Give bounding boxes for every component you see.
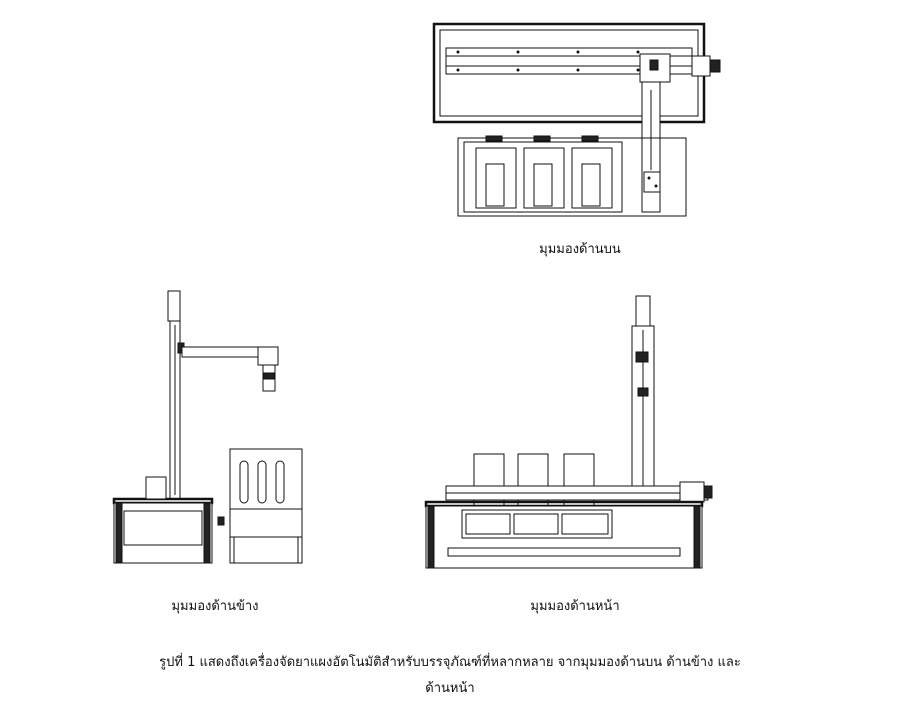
front-column-motor — [635, 295, 651, 327]
front-table-frame — [425, 505, 703, 569]
rail-bolts — [456, 50, 640, 72]
cassette-stand — [229, 536, 303, 564]
tray-base — [457, 137, 687, 217]
figure-caption: รูปที่ 1 แสดงถึงเครื่องจัดยาแผงอัตโนมัติ… — [60, 650, 840, 702]
front-view-svg — [424, 295, 713, 569]
front-view-label: มุมมองด้านหน้า — [530, 599, 620, 614]
front-rail-motor — [679, 481, 705, 503]
front-view-drawing — [418, 292, 718, 577]
column-motor — [167, 290, 181, 322]
side-view-drawing — [108, 285, 308, 570]
motor — [691, 55, 711, 77]
base-motor — [145, 476, 167, 500]
side-arm-head — [257, 346, 279, 366]
top-view-label: มุมมองด้านบน — [539, 242, 621, 257]
side-view-label: มุมมองด้านข้าง — [171, 599, 259, 614]
table-frame — [113, 502, 213, 564]
drug-cassettes — [475, 135, 613, 209]
front-drawer — [461, 509, 613, 539]
table-top — [112, 497, 214, 505]
figure-caption-line-2: ด้านหน้า — [425, 681, 475, 696]
top-view-drawing — [428, 20, 728, 220]
arm-head — [643, 171, 661, 193]
carriage-block — [649, 59, 659, 71]
side-view-svg — [112, 290, 303, 564]
side-arm — [181, 346, 263, 358]
top-view-svg — [432, 22, 721, 217]
figure-caption-line-1: รูปที่ 1 แสดงถึงเครื่องจัดยาแผงอัตโนมัติ… — [159, 655, 741, 670]
front-cassettes — [473, 453, 595, 515]
motor-cap — [709, 59, 721, 73]
